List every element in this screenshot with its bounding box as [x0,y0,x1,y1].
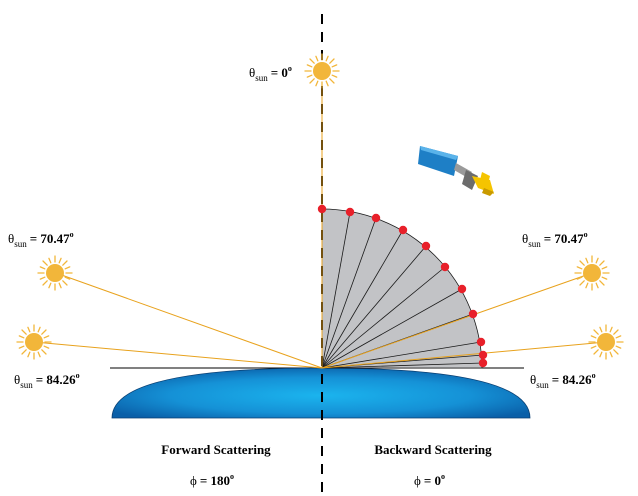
sample-point [398,225,408,235]
theta-label-right-upper: θsun= 70.47o [522,230,588,249]
svg-text:θsun= 70.47o: θsun= 70.47o [522,230,588,249]
fan-ray [321,217,377,369]
phi-label-backward: ϕ= 0o [414,472,445,488]
sample-point [478,350,488,360]
sun-ray-right-lower [321,341,607,369]
svg-text:θsun= 84.26o: θsun= 84.26o [14,371,80,390]
sun-ray-right-upper [321,272,593,369]
satellite-icon [418,146,494,196]
sun-icon [304,53,340,89]
theta-label-top: θsun= 0o [249,64,292,83]
sample-point [468,309,478,319]
svg-text:ϕ= 0o: ϕ= 0o [414,472,445,488]
svg-text:θsun= 84.26o: θsun= 84.26o [530,371,596,390]
sun-rays [33,86,607,369]
sun-icon [37,255,73,291]
svg-text:ϕ= 180o: ϕ= 180o [190,472,234,488]
theta-label-left-upper: θsun= 70.47o [8,230,74,249]
sample-point [421,241,431,251]
forward-scattering-title: Forward Scattering [161,442,271,457]
theta-label-right-lower: θsun= 84.26o [530,371,596,390]
fan-ray [321,341,482,369]
fan-ray [321,245,427,369]
sun-icon [16,324,52,360]
svg-text:θsun= 70.47o: θsun= 70.47o [8,230,74,249]
sample-point [476,337,486,347]
sun-ray-left-upper [55,272,323,369]
fan-ray [321,229,404,369]
sample-point [440,262,450,272]
sample-point [457,284,467,294]
theta-label-left-lower: θsun= 84.26o [14,371,80,390]
svg-text:θsun= 0o: θsun= 0o [249,64,292,83]
sun-icon [588,324,624,360]
sample-point [345,207,355,217]
sample-point [317,204,327,214]
backward-scattering-title: Backward Scattering [374,442,492,457]
sample-points [317,204,488,368]
sample-point [371,213,381,223]
fan-ray [321,288,463,369]
phi-label-forward: ϕ= 180o [190,472,234,488]
fan-ray [321,266,446,369]
sun-icon [574,255,610,291]
sun-ray-left-lower [33,341,323,369]
fan-ray [321,211,351,369]
fan-ray [321,362,484,369]
sample-point [478,358,488,368]
